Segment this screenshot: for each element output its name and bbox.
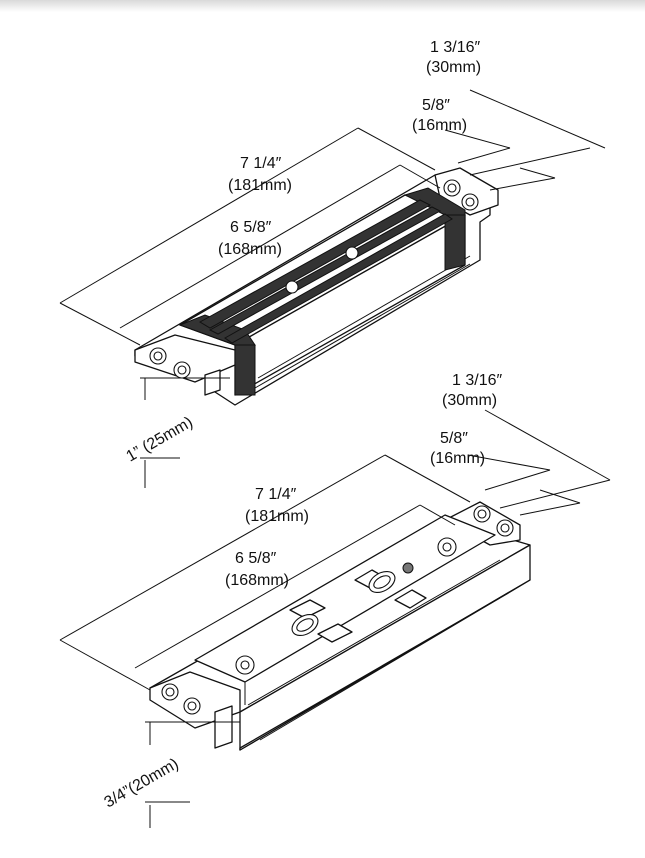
bottom-inner-length-mm-label: (168mm) xyxy=(225,572,289,589)
bottom-overall-length-mm-label: (181mm) xyxy=(245,508,309,525)
bottom-inner-width-mm-label: (16mm) xyxy=(430,450,485,467)
bottom-overall-width-mm-label: (30mm) xyxy=(442,392,497,409)
top-overall-width-mm-label: (30mm) xyxy=(426,59,481,76)
top-overall-width-label: 1 3/16″ xyxy=(430,39,480,56)
top-inner-length-mm-label: (168mm) xyxy=(218,241,282,258)
top-inner-width-mm-label: (16mm) xyxy=(412,117,467,134)
top-magnet-view: 1 3/16″ (30mm) 5/8″ (16mm) 7 1/4″ (181mm… xyxy=(59,39,606,488)
bottom-inner-length-label: 6 5/8″ xyxy=(235,550,277,567)
bottom-inner-width-label: 5/8″ xyxy=(440,430,468,447)
top-overall-length-mm-label: (181mm) xyxy=(228,177,292,194)
bottom-bracket-view: 1 3/16″ (30mm) 5/8″ (16mm) 7 1/4″ (181mm… xyxy=(59,372,611,828)
top-inner-width-label: 5/8″ xyxy=(422,97,450,114)
top-inner-length-label: 6 5/8″ xyxy=(230,219,272,236)
top-dimension-lines xyxy=(59,89,606,488)
bottom-height-label: 3/4”(20mm) xyxy=(102,755,182,811)
top-magnet-body xyxy=(134,167,499,406)
top-gradient-bar xyxy=(0,0,645,12)
bottom-bracket-body xyxy=(149,501,531,751)
bottom-overall-width-label: 1 3/16″ xyxy=(452,372,502,389)
top-overall-length-label: 7 1/4″ xyxy=(240,155,282,172)
bottom-dimension-lines xyxy=(59,409,611,828)
bottom-overall-length-label: 7 1/4″ xyxy=(255,486,297,503)
